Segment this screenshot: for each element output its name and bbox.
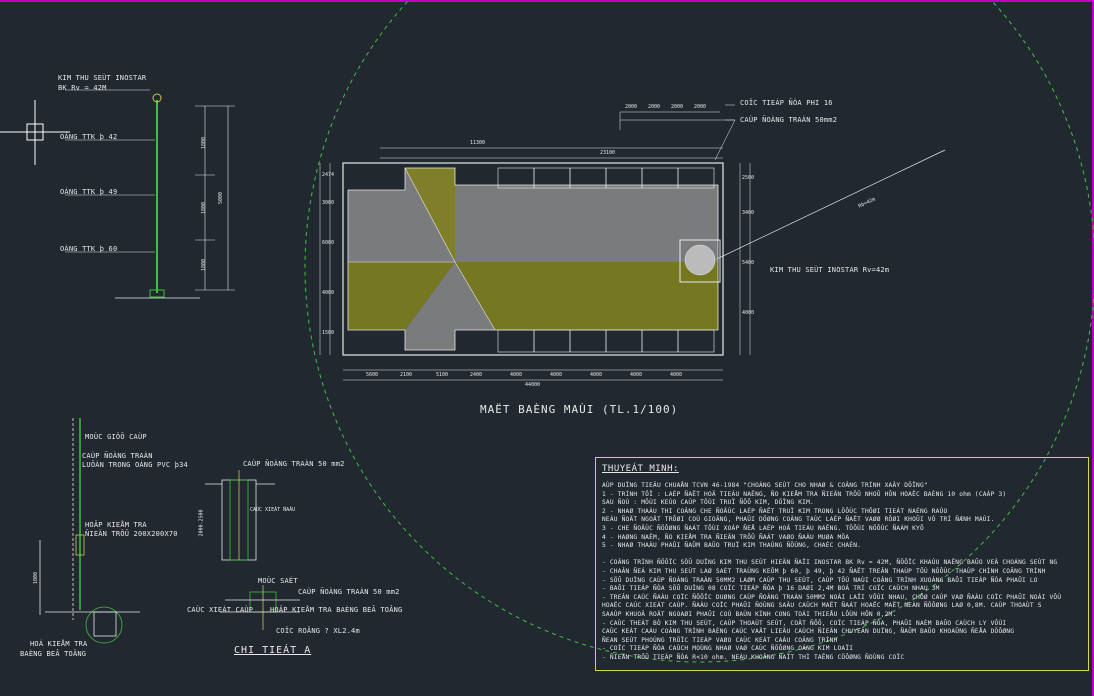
- note-line: - TREÂN CAÙC ÑAÀU COÏC ÑÖÔÏC DUØNG CAÙP …: [602, 593, 1062, 601]
- detail-a-dim: 2000-2500: [198, 509, 205, 537]
- detail-a-title: CHI TIEÁT A: [234, 645, 312, 656]
- right-dim: 3400: [742, 210, 755, 216]
- mast-dim: 1800: [201, 136, 208, 150]
- note-line: HOAËC CAÙC XIEÁT CAÙP. ÑAÀU COÏC PHAÛI Ñ…: [602, 602, 1042, 610]
- bottom-dim: 4000: [630, 372, 643, 378]
- wall-label-box: HOÄP KIEÅM TRA: [85, 521, 147, 529]
- note-line: SAU ÑOÙ : MÔÙI KEÙO CAÙP TÔÙI TRUÏ ÑÔÕ K…: [602, 499, 814, 507]
- notes-panel: THUYEÁT MINH: AÙP DUÏNG TIEÂU CHUAÅN TCV…: [595, 457, 1089, 671]
- note-line: 1 - TRÌNH TÖÏ : LAÉP ÑAËT HOÄ TIEÁU NAÊN…: [602, 490, 1007, 498]
- note-line: 5 - NHAØ THAÀU PHAÛI ÑAÛM BAÛO TRUÏ KIM …: [602, 542, 862, 550]
- bottom-dim: 4000: [590, 372, 603, 378]
- bottom-dim: 4000: [510, 372, 523, 378]
- top-dim: 2000: [694, 104, 707, 110]
- detail-a-box: HOÄP KIEÅM TRA BAÈNG BEÂ TOÂNG: [270, 606, 403, 614]
- top-dim: 2000: [671, 104, 684, 110]
- note-line: - COÂNG TRÌNH ÑÖÔÏC SÖÛ DUÏNG KIM THU SE…: [602, 559, 1058, 567]
- note-line: 4 - HAØNG NAÊM, ÑO KIEÅM TRA ÑIEÄN TRÔÛ …: [602, 533, 850, 541]
- left-dim: 3000: [322, 200, 335, 206]
- right-dim: 2500: [742, 175, 755, 181]
- wall-label-pit2: BAÈNG BEÂ TOÂNG: [20, 650, 87, 658]
- mast-dim: 5000: [218, 191, 225, 205]
- left-dim: 4000: [322, 290, 335, 296]
- mast-label-49: OÁNG TTK þ 49: [60, 188, 118, 196]
- bottom-dim: 4000: [670, 372, 683, 378]
- viewport-frame-right: [1092, 0, 1094, 696]
- note-line: 2 - NHAØ THAÀU THI COÂNG CHE ÑOÄÙC LAÉP …: [602, 507, 948, 515]
- detail-a-clip: MOÙC SAÉT: [258, 577, 298, 585]
- note-line: CAÙC KEÁT CAÁU COÂNG TRÌNH BAÈNG CAÙC VA…: [602, 628, 1015, 636]
- note-line: - COÏC TIEÁP ÑÒA CAÙCH MOÙNG NHAØ VAØ CA…: [602, 645, 854, 653]
- note-line: NEÁU ÑOÄT NGOÄT TRÔØI COÙ GIOÂNG, PHAÛI …: [602, 516, 995, 524]
- wall-label-box2: ÑIEÄN TRÔÛ 200X200X70: [85, 530, 178, 538]
- mast-label-60: OÁNG TTK þ 60: [60, 245, 118, 253]
- mast-label-42: OÁNG TTK þ 42: [60, 133, 118, 141]
- detail-a-cable2: CAÙP ÑOÀNG TRAÀN 50 mm2: [298, 588, 400, 596]
- mast-title: KIM THU SEÙT INOSTAR: [58, 74, 147, 82]
- left-dim: 1500: [322, 330, 335, 336]
- mast-dim: 1800: [201, 201, 208, 215]
- bottom-dim: 5600: [366, 372, 379, 378]
- wall-label-pvc: LUÕÀN TRONG OÁNG PVC þ34: [82, 461, 188, 469]
- bottom-dim: 5100: [436, 372, 449, 378]
- label-rod: KIM THU SEÙT INOSTAR Rv=42m: [770, 266, 890, 274]
- viewport-frame-top: [0, 0, 1094, 2]
- mast-elevation: [65, 89, 235, 299]
- protection-radius-circle: [304, 0, 1094, 663]
- radius-line: [699, 149, 946, 268]
- note-line: - ÑIEÄN TRÔÛ TIEÁP ÑÒA R<10 ohm. NEÁU KH…: [602, 654, 905, 661]
- roof-plan: [319, 104, 751, 381]
- crosshair-cursor: [0, 100, 70, 165]
- right-dim: 4000: [742, 310, 755, 316]
- label-rod-dia: COÏC TIEÁP ÑÒA PHI 16: [740, 99, 833, 107]
- detail-a-rod: COÏC ROÂNG ? XL2.4m: [276, 627, 360, 635]
- note-line: - SÖÛ DUÏNG CAÙP ÑOÀNG TRAÀN 50MM2 LAØM …: [602, 576, 1038, 584]
- detail-a-head: CAÙC XIEÁT CAÙP: [187, 606, 254, 614]
- note-line: - CAÙC THEÁT BÒ KIM THU SEÙT, CAÙP THOAÙ…: [602, 619, 1007, 627]
- bottom-dim: 2100: [400, 372, 413, 378]
- detail-a-clamp: CAÙC XIEÁT ÑAÀU: [250, 507, 296, 513]
- detail-a-cable: CAÙP ÑOÀNG TRAÀN 50 mm2: [243, 460, 345, 468]
- right-dim: 5400: [742, 260, 755, 266]
- bottom-dim: 2400: [470, 372, 483, 378]
- wall-dim: 1000: [33, 571, 40, 585]
- top-dim: 2000: [625, 104, 638, 110]
- note-line: - CHAÂN ÑEÁ KIM THU SEÙT LAØ SAÉT TRAÙNG…: [602, 568, 1046, 575]
- note-line: ÑEAN SEÙT PHOÙNG TRÖÏC TIEÁP VAØO CAÙC K…: [602, 636, 838, 644]
- top-dim: 2000: [648, 104, 661, 110]
- detail-a-geometry: [205, 470, 300, 630]
- wall-label-top: MOÙC GIÖÕ CAÙP: [85, 433, 147, 441]
- wall-detail: [39, 418, 140, 644]
- note-line: 3 - CHE ÑOÄÙC ÑÖÔØNG ÑAÁT TÔÙI XOÁP ÑEÅ …: [602, 525, 924, 532]
- overall-right-dim: 23100: [600, 150, 616, 156]
- note-line: AÙP DUÏNG TIEÂU CHUAÅN TCVN 46-1984 "CHO…: [602, 482, 928, 489]
- wall-label-cable: CAÙP ÑOÀNG TRAÀN: [82, 452, 153, 460]
- bottom-dim: 4000: [550, 372, 563, 378]
- left-dim: 6000: [322, 240, 335, 246]
- mast-radius: BK Rv = 42M: [58, 84, 107, 92]
- overall-bottom-dim: 44000: [525, 382, 541, 388]
- left-dim: 2474: [322, 172, 335, 178]
- notes-heading: THUYEÁT MINH:: [602, 464, 679, 474]
- note-line: SAAÙP KHUOÂ ROÄT NGOAØI PHAÛI COÙ BAÙN K…: [602, 611, 897, 618]
- plan-title: MAËT BAÈNG MAÙI (TL.1/100): [480, 403, 679, 416]
- note-line: - BAÕI TIEÁP ÑÒA SÖÛ DUÏNG 08 COÏC TIEÁP…: [602, 585, 940, 593]
- overall-top-dim: 11300: [470, 140, 486, 146]
- mast-dim: 1800: [201, 258, 208, 272]
- wall-label-pit: HOÁ KIEÅM TRA: [30, 640, 88, 648]
- label-cable: CAÙP ÑOÀNG TRAÀN 50mm2: [740, 116, 838, 124]
